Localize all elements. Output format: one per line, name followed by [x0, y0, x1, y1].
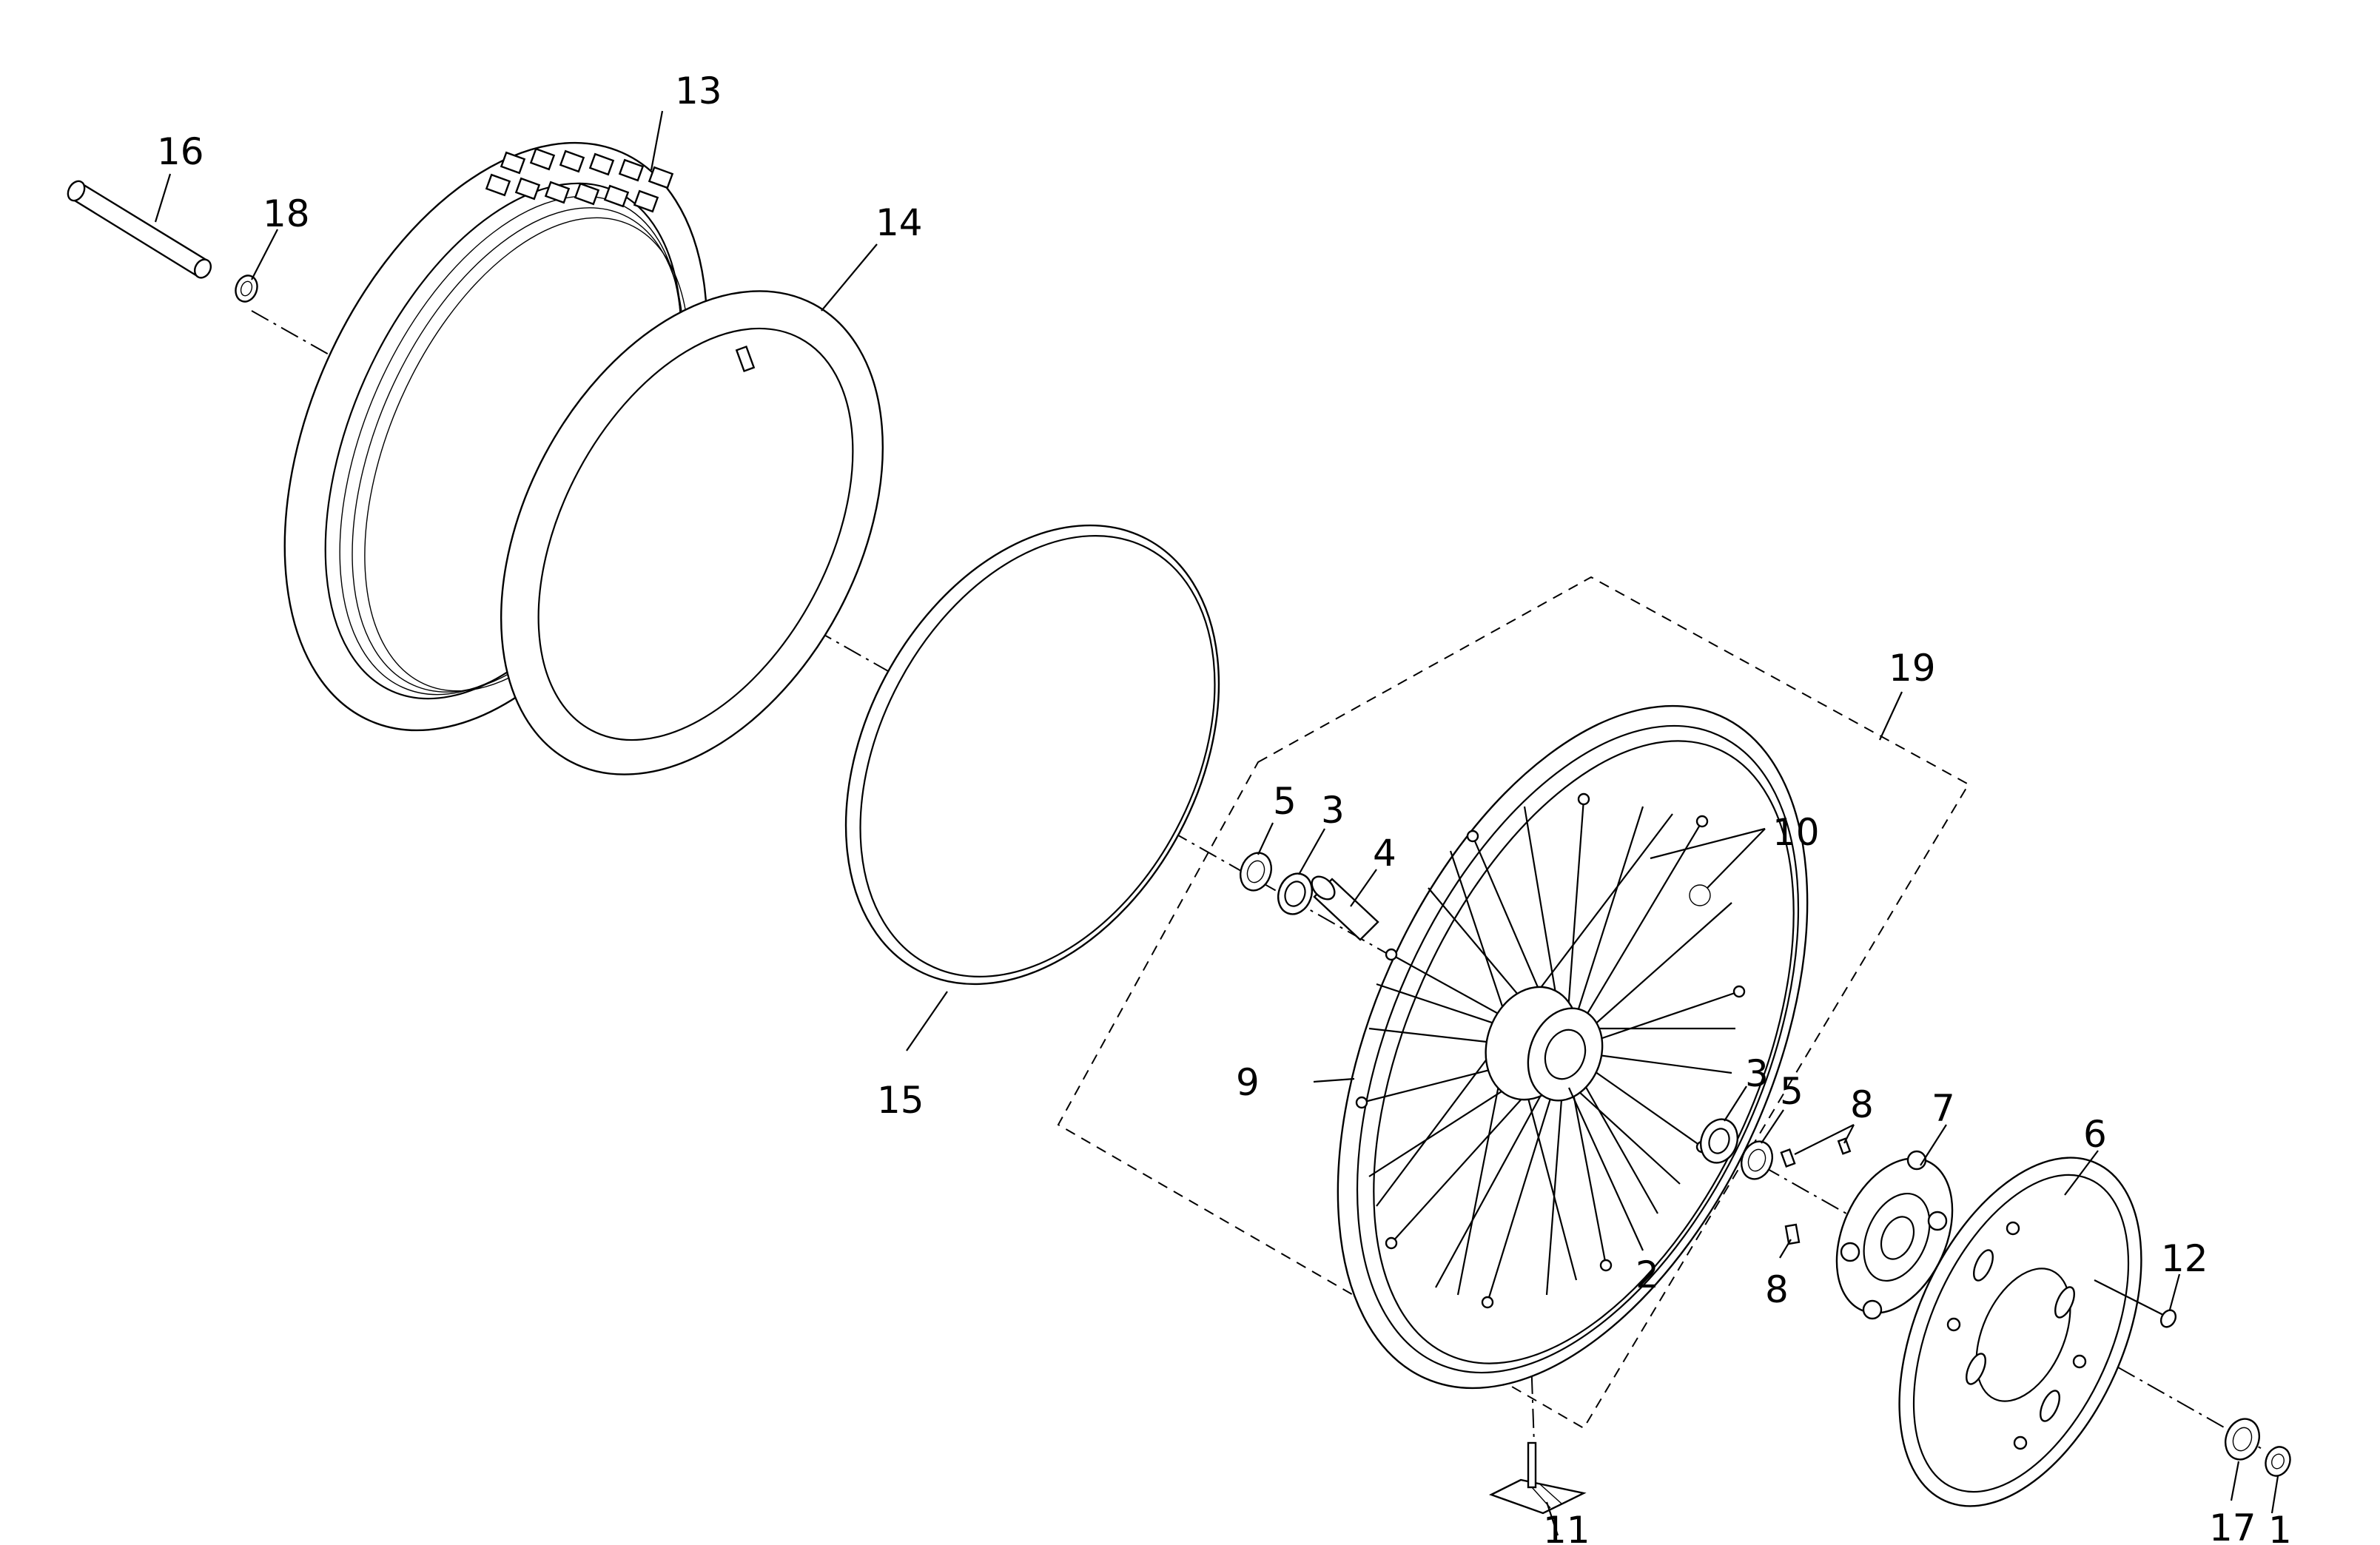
- disc-bolt-part: [2094, 1279, 2177, 1328]
- rim-lock-part: [1488, 1441, 1587, 1515]
- axle-nut-part: [2265, 1446, 2291, 1477]
- label-10: 10: [1772, 811, 1820, 854]
- label-18: 18: [263, 192, 310, 235]
- rim-tape-part: [844, 524, 1220, 986]
- oil-seal-right-part: [1741, 1140, 1773, 1180]
- brake-disc-carrier-part: [1835, 1150, 1954, 1320]
- label-12: 12: [2161, 1237, 2208, 1280]
- label-13: 13: [675, 70, 722, 112]
- label-4: 4: [1373, 832, 1396, 875]
- label-3-left: 3: [1321, 789, 1345, 832]
- label-8-lower: 8: [1765, 1268, 1789, 1311]
- label-2: 2: [1636, 1253, 1659, 1296]
- axle-spacer-part: [235, 275, 258, 303]
- label-15: 15: [877, 1079, 924, 1122]
- spoke-marker-circle: [1689, 884, 1711, 906]
- label-16: 16: [157, 130, 204, 173]
- hub-spacer-tube-part: [1311, 875, 1379, 941]
- oil-seal-left-part: [1240, 852, 1272, 892]
- label-6: 6: [2083, 1113, 2107, 1156]
- tire-tread-blocks: [485, 147, 674, 213]
- wheel-hub-part: [1485, 986, 1604, 1102]
- locking-screw-upper-part: [1780, 1137, 1852, 1168]
- label-5-left: 5: [1273, 780, 1297, 823]
- label-19: 19: [1889, 647, 1936, 690]
- label-17: 17: [2209, 1507, 2256, 1545]
- locking-screw-lower-part: [1784, 1223, 1801, 1245]
- inner-tube-part: [500, 290, 884, 775]
- front-axle-part: [67, 180, 212, 279]
- leader-lines: [154, 110, 2279, 1536]
- label-7: 7: [1932, 1087, 1955, 1130]
- label-5-right: 5: [1780, 1070, 1804, 1113]
- label-3-right: 3: [1745, 1052, 1769, 1095]
- bearing-right-part: [1700, 1118, 1738, 1164]
- label-14: 14: [875, 201, 923, 244]
- bearing-left-part: [1277, 872, 1313, 915]
- axle-spacer-right-part: [2225, 1418, 2260, 1461]
- label-8-upper: 8: [1850, 1083, 1874, 1126]
- brake-disc-part: [1898, 1157, 2142, 1507]
- part-labels: 13 16 18 14 15 19 5 3 4 10 9 2 3 5 8 8 7…: [157, 70, 2292, 1545]
- label-11: 11: [1543, 1509, 1590, 1545]
- label-9: 9: [1236, 1061, 1260, 1104]
- label-1: 1: [2268, 1509, 2292, 1545]
